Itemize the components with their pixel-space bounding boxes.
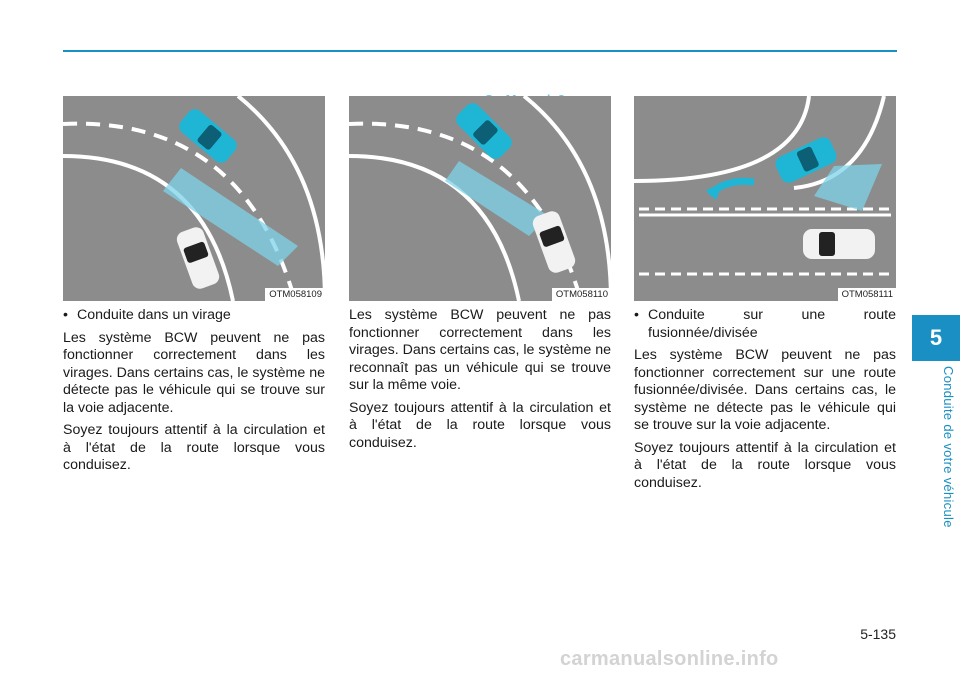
column-2: OTM058110 Les système BCW peuvent ne pas… — [349, 96, 611, 457]
column-1: OTM058109 • Conduite dans un virage Les … — [63, 96, 325, 480]
bullet-icon: • — [63, 307, 68, 323]
figure-curve-same-lane: OTM058110 — [349, 96, 611, 301]
column-3: OTM058111 • Conduite sur une route fusio… — [634, 96, 896, 497]
header-rule — [63, 50, 897, 52]
chapter-title: Conduite de votre véhicule — [941, 366, 956, 528]
bullet-item: • Conduite sur une route fusionnée/divis… — [634, 307, 896, 341]
blue-car-icon — [775, 137, 837, 183]
blue-car-icon — [456, 103, 512, 159]
figure-code: OTM058110 — [551, 288, 611, 301]
column-2-text: Les système BCW peuvent ne pas fonctionn… — [349, 307, 611, 452]
paragraph: Les système BCW peuvent ne pas fonctionn… — [349, 307, 611, 393]
bullet-item: • Conduite dans un virage — [63, 307, 231, 323]
figure-code: OTM058109 — [265, 288, 325, 301]
white-car-icon — [803, 229, 875, 259]
paragraph: Soyez toujours attentif à la circulation… — [634, 439, 896, 491]
white-car-icon — [532, 211, 576, 273]
watermark-bottom: carmanualsonline.info — [560, 648, 779, 670]
bullet-icon: • — [634, 307, 639, 323]
illustration-merging — [634, 96, 896, 301]
paragraph: Soyez toujours attentif à la circulation… — [349, 399, 611, 451]
paragraph: Les système BCW peuvent ne pas fonctionn… — [63, 329, 325, 416]
blue-car-icon — [179, 109, 237, 163]
figure-code: OTM058111 — [837, 288, 896, 301]
white-car-icon — [176, 227, 220, 289]
column-1-text: • Conduite dans un virage Les système BC… — [63, 307, 325, 475]
column-3-text: • Conduite sur une route fusionnée/divis… — [634, 307, 896, 492]
paragraph: Les système BCW peuvent ne pas fonctionn… — [634, 347, 896, 433]
figure-curve-adjacent-lane: OTM058109 — [63, 96, 325, 301]
illustration-curve-same — [349, 96, 611, 301]
page-number: 5-135 — [860, 626, 896, 642]
illustration-curve-adjacent — [63, 96, 325, 301]
paragraph: Soyez toujours attentif à la circulation… — [63, 422, 325, 473]
figure-merging-road: OTM058111 — [634, 96, 896, 301]
chapter-tab: 5 — [912, 315, 960, 361]
